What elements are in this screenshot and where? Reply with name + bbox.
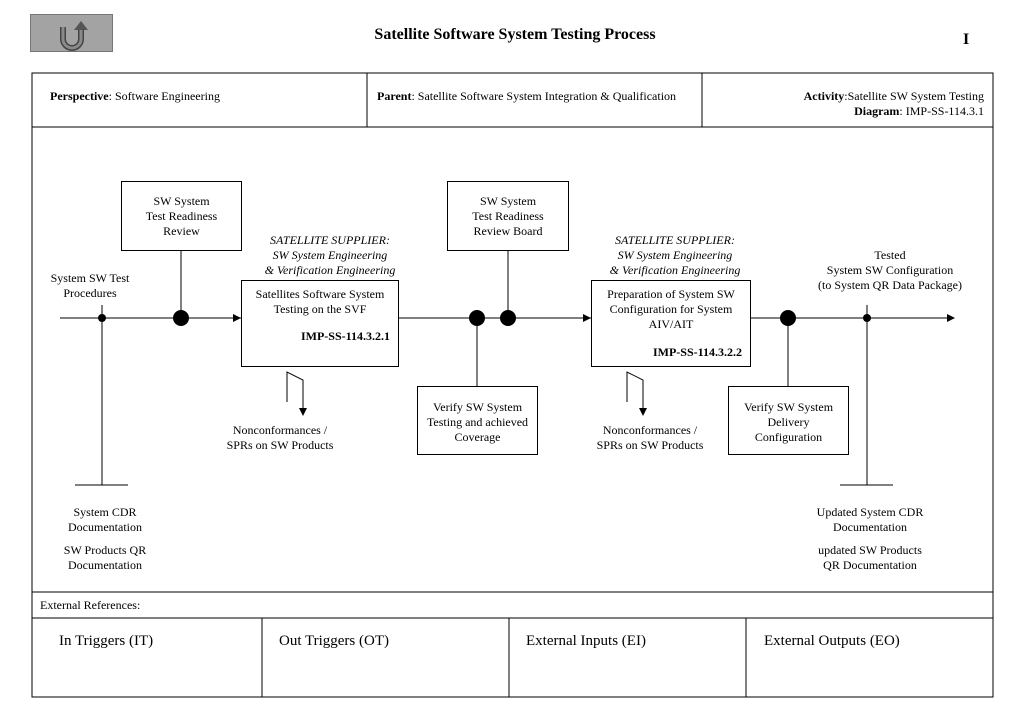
perspective-field: Perspective: Software Engineering: [50, 89, 220, 104]
process-id-1: IMP-SS-114.3.2.1: [300, 329, 390, 343]
external-outputs: External Outputs (EO): [764, 633, 900, 649]
activity-label: Activity: [803, 89, 845, 103]
external-inputs: External Inputs (EI): [526, 633, 646, 649]
process-id-2: IMP-SS-114.3.2.2: [652, 345, 742, 359]
page-marker: I: [963, 31, 970, 48]
activity-field: Activity:Satellite SW System Testing Dia…: [804, 89, 984, 119]
nonconformances-1: Nonconformances /SPRs on SW Products: [226, 423, 334, 452]
u-turn-arrow-icon: [60, 21, 88, 51]
back-button[interactable]: [30, 14, 113, 52]
parent-field: Parent: Satellite Software System Integr…: [377, 89, 676, 104]
perspective-value: : Software Engineering: [108, 89, 220, 103]
out-triggers: Out Triggers (OT): [279, 633, 390, 649]
diagram-value: : IMP-SS-114.3.1: [899, 104, 984, 118]
perspective-label: Perspective: [50, 89, 109, 103]
page-title: Satellite Software System Testing Proces…: [374, 26, 656, 43]
external-references-label: External References:: [40, 598, 141, 612]
nonconformances-2: Nonconformances /SPRs on SW Products: [596, 423, 704, 452]
parent-label: Parent: [377, 89, 412, 103]
in-triggers: In Triggers (IT): [59, 633, 154, 649]
parent-value: : Satellite Software System Integration …: [411, 89, 677, 103]
diagram-label: Diagram: [854, 104, 900, 118]
activity-value: :Satellite SW System Testing: [844, 89, 984, 103]
supplier-label-1: SATELLITE SUPPLIER:SW System Engineering…: [264, 233, 396, 277]
supplier-label-2: SATELLITE SUPPLIER:SW System Engineering…: [609, 233, 741, 277]
